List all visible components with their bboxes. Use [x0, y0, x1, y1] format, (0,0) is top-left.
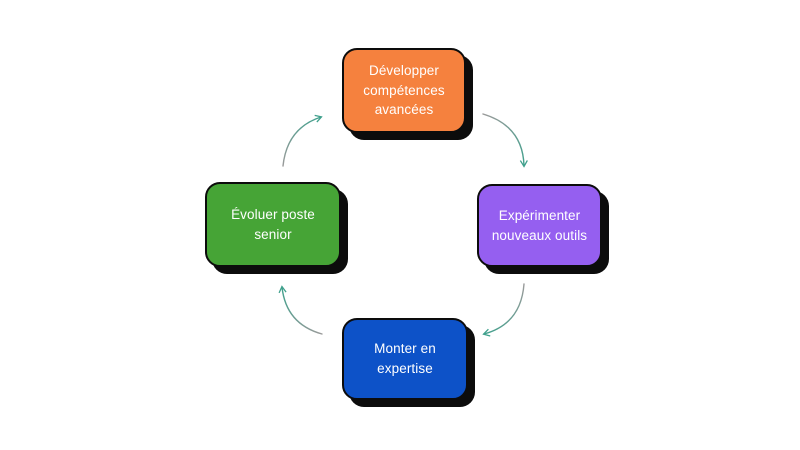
node-monter-expertise: Monter en expertise [342, 318, 468, 400]
node-evoluer-senior: Évoluer poste senior [205, 182, 341, 267]
node-monter-expertise-label: Monter en expertise [374, 341, 436, 376]
node-experimenter-outils-label: Expérimenter nouveaux outils [491, 207, 588, 243]
node-experimenter-outils: Expérimenter nouveaux outils [477, 184, 602, 267]
arrow-right-to-bottom [482, 283, 525, 337]
node-evoluer-senior-label: Évoluer poste senior [231, 206, 315, 242]
arrow-top-to-right [482, 113, 528, 168]
arrow-bottom-to-left [278, 285, 323, 335]
node-developper-competences: Développer compétences avancées [342, 48, 466, 133]
node-developper-competences-label: Développer compétences avancées [363, 63, 445, 118]
arrow-left-to-top [282, 114, 323, 167]
